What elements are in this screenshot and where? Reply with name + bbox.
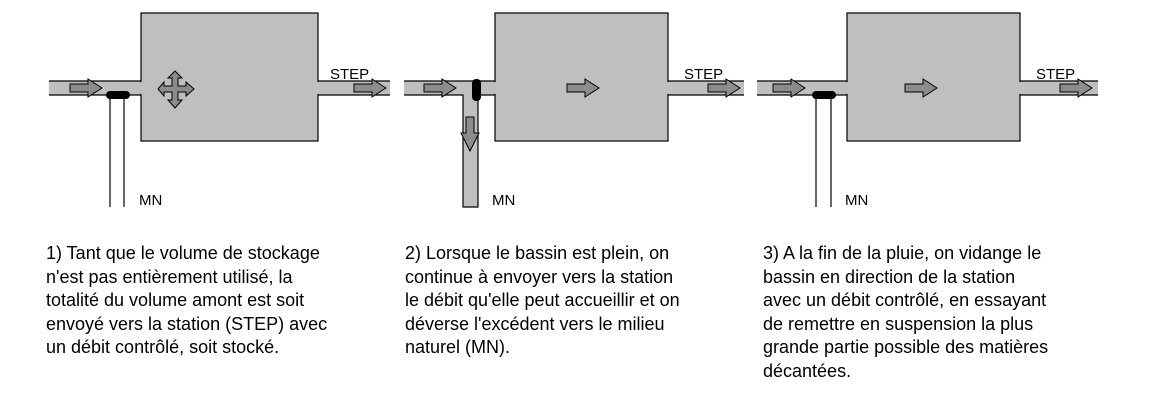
flow-arrow-inlet [772, 78, 806, 98]
panel-2-schematic: STEP MN [404, 12, 744, 209]
caption-panel-1: 1) Tant que le volume de stockage n'est … [46, 243, 328, 357]
panel-1-schematic: STEP MN [49, 12, 390, 209]
flow-arrow-multidirection [157, 70, 195, 109]
panel-3-schematic: STEP MN [757, 12, 1098, 209]
step-label: STEP [684, 66, 723, 83]
mn-label: MN [845, 192, 868, 209]
step-label: STEP [1036, 66, 1075, 83]
mn-label: MN [139, 192, 162, 209]
step-label: STEP [330, 66, 369, 83]
flow-arrow-outlet [1059, 78, 1093, 98]
overflow-pipe-empty [815, 95, 832, 207]
weir-gate [812, 91, 836, 99]
weir-gate [106, 91, 130, 99]
storage-basin [846, 12, 1021, 142]
weir-gate [472, 79, 481, 101]
overflow-pipe-empty [109, 95, 125, 207]
storage-basin [140, 12, 319, 142]
diagram-canvas: STEP MN STEP MN [49, 12, 1098, 209]
inlet-and-overflow-pipe [404, 80, 496, 208]
flow-arrow-outlet [353, 78, 387, 98]
storage-basin [494, 12, 669, 142]
caption-panel-3: 3) A la fin de la pluie, on vidange le b… [763, 243, 1049, 381]
flow-arrow-inlet [69, 78, 103, 98]
flow-arrow-basin [566, 78, 600, 98]
flow-arrow-basin [904, 78, 938, 98]
caption-panel-2: 2) Lorsque le bassin est plein, on conti… [405, 243, 680, 357]
flow-arrow-inlet [423, 78, 457, 98]
mn-label: MN [492, 192, 515, 209]
flow-arrow-overflow-down [460, 116, 480, 153]
flow-arrow-outlet [707, 78, 741, 98]
